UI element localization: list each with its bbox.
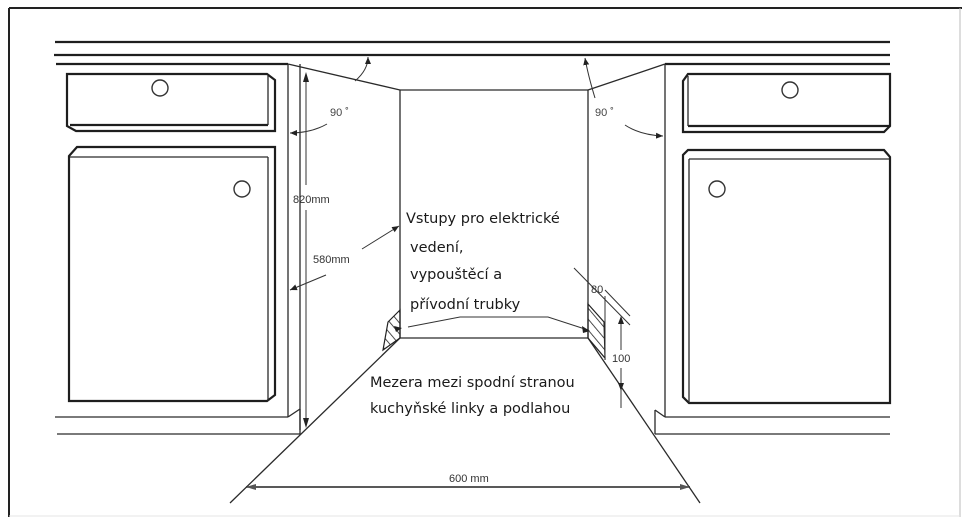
right-door (681, 148, 892, 405)
gap-annotation: Mezera mezi spodní stranou kuchyňské lin… (370, 375, 575, 417)
left-drawer (65, 72, 277, 133)
height-dimension: 820mm (293, 72, 330, 428)
left-cabinet (55, 64, 301, 435)
left-angle-indicator: 90 ˚ (289, 56, 371, 136)
frame (8, 7, 962, 517)
angle-label-right: 90 ˚ (595, 107, 614, 119)
knob-icon (781, 81, 799, 99)
plinth-height-dimension: 100 (612, 316, 630, 408)
inlet-annotation: Vstupy pro elektrické vedení, vypouštěcí… (406, 211, 560, 313)
width-dimension: 600 mm (246, 473, 690, 490)
angle-label-left: 90 ˚ (330, 107, 349, 119)
plinth-depth-dimension: 80 (573, 267, 631, 360)
width-label: 600 mm (449, 473, 489, 485)
depth-dimension: 580mm (289, 225, 400, 291)
height-label: 820mm (293, 194, 330, 206)
inlet-line-2: vedení, (410, 240, 463, 256)
plinth-depth-label: 80 (591, 284, 603, 296)
right-drawer (681, 72, 892, 134)
left-door (67, 145, 277, 403)
installation-niche (229, 63, 701, 504)
knob-icon (151, 79, 169, 97)
depth-label: 580mm (313, 254, 350, 266)
inlet-leader (394, 316, 590, 333)
gap-line-1: Mezera mezi spodní stranou (370, 375, 575, 391)
knob-icon (233, 180, 251, 198)
countertop (54, 40, 890, 66)
inlet-line-4: přívodní trubky (410, 297, 521, 313)
knob-icon (708, 180, 726, 198)
inlet-line-1: Vstupy pro elektrické (406, 211, 560, 227)
right-cabinet (654, 64, 892, 435)
inlet-line-3: vypouštěcí a (410, 267, 502, 283)
plinth-height-label: 100 (612, 353, 630, 365)
gap-line-2: kuchyňské linky a podlahou (370, 401, 570, 417)
right-angle-indicator: 90 ˚ (583, 57, 664, 139)
